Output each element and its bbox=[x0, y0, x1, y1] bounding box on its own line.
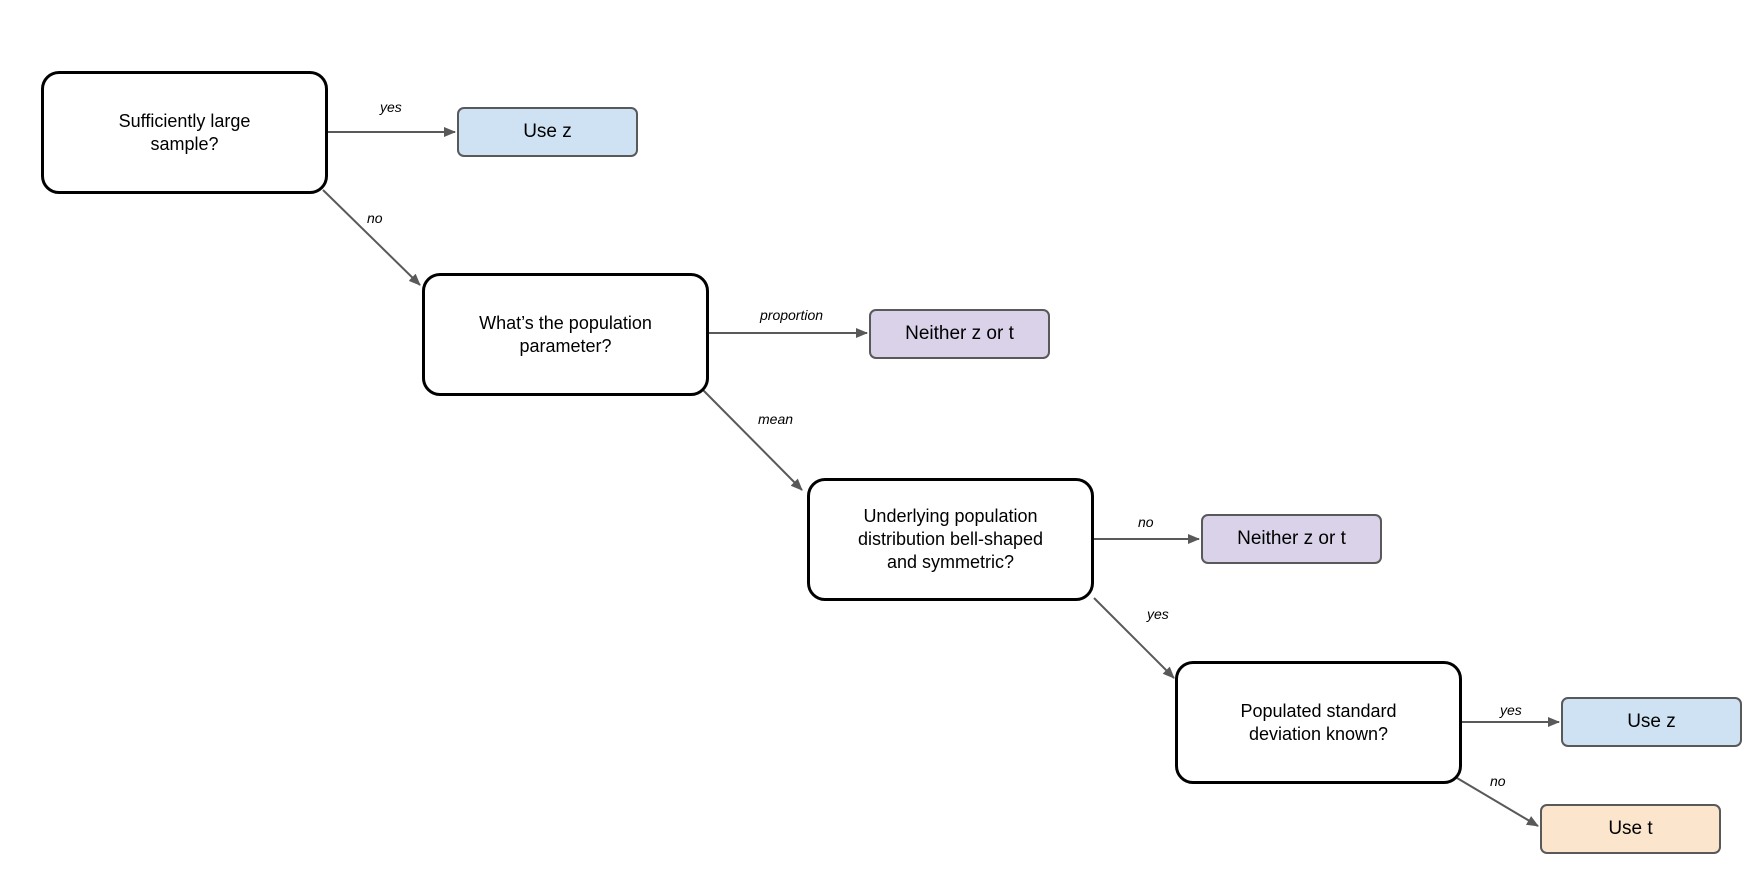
outcome-neither-1-label: Neither z or t bbox=[905, 323, 1014, 344]
outcome-use-z-2: Use z bbox=[1561, 697, 1742, 747]
decision-bell-shaped-label: Underlying population distribution bell-… bbox=[857, 506, 1044, 572]
arrow-bell-yes bbox=[1093, 597, 1175, 679]
decision-std-known-label: Populated standard deviation known? bbox=[1240, 700, 1397, 744]
outcome-use-z-1: Use z bbox=[457, 107, 638, 157]
edge-label-bell-yes: yes bbox=[1147, 606, 1169, 622]
decision-population-parameter-label: What’s the population parameter? bbox=[479, 312, 652, 356]
edge-label-std-yes: yes bbox=[1500, 702, 1522, 718]
decision-population-parameter: What’s the population parameter? bbox=[422, 273, 709, 396]
outcome-use-z-1-label: Use z bbox=[523, 121, 572, 142]
decision-large-sample-label: Sufficiently large sample? bbox=[118, 110, 251, 154]
arrow-parameter-mean bbox=[702, 389, 803, 491]
decision-std-known: Populated standard deviation known? bbox=[1175, 661, 1462, 784]
decision-bell-shaped: Underlying population distribution bell-… bbox=[807, 478, 1094, 601]
edge-label-std-no: no bbox=[1490, 773, 1506, 789]
edge-label-parameter-proportion: proportion bbox=[760, 307, 824, 323]
outcome-neither-2-label: Neither z or t bbox=[1237, 528, 1346, 549]
edge-label-parameter-mean: mean bbox=[758, 411, 794, 427]
edge-label-bell-no: no bbox=[1138, 514, 1154, 530]
outcome-use-t-label: Use t bbox=[1608, 818, 1653, 839]
outcome-neither-1: Neither z or t bbox=[869, 309, 1050, 359]
decision-large-sample: Sufficiently large sample? bbox=[41, 71, 328, 194]
edge-label-large-sample-yes: yes bbox=[380, 99, 402, 115]
outcome-use-t: Use t bbox=[1540, 804, 1721, 854]
outcome-use-z-2-label: Use z bbox=[1627, 711, 1676, 732]
arrow-large-sample-no bbox=[322, 189, 421, 286]
outcome-neither-2: Neither z or t bbox=[1201, 514, 1382, 564]
edge-label-large-sample-no: no bbox=[367, 210, 383, 226]
arrow-std-no bbox=[1456, 777, 1539, 827]
